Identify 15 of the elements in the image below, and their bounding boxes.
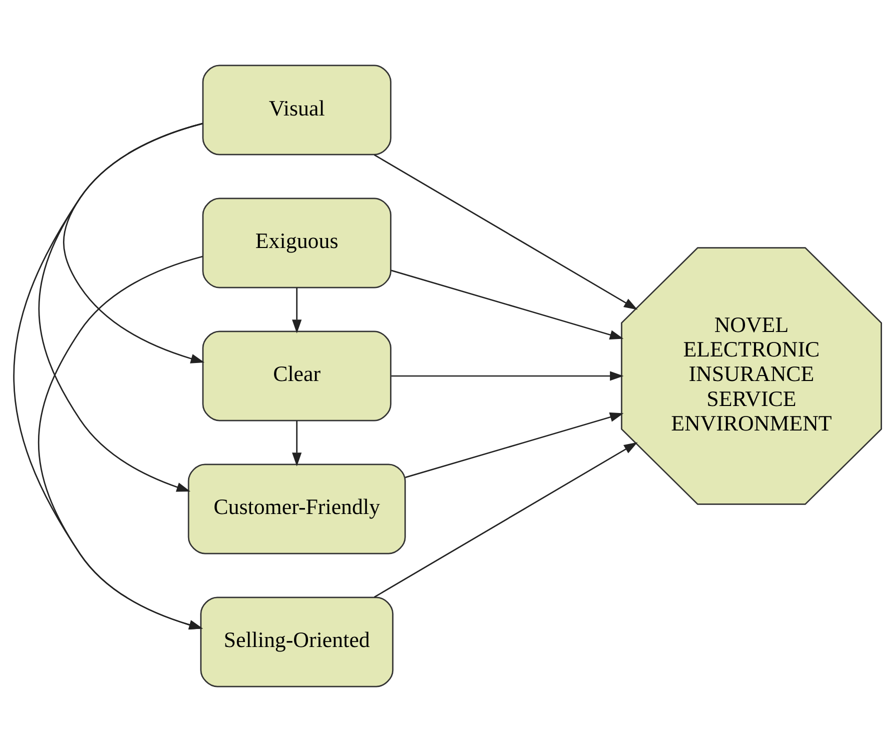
node-box: Clear	[202, 330, 392, 422]
arrow	[391, 270, 624, 340]
arrow	[374, 442, 638, 598]
arrow	[38, 122, 203, 492]
arrow	[405, 412, 624, 478]
node-box: Visual	[202, 64, 392, 156]
arrow	[13, 122, 203, 630]
arrow	[292, 288, 302, 334]
arrow	[38, 256, 203, 630]
arrow	[292, 420, 302, 466]
node-box: Customer-Friendly	[188, 464, 406, 554]
arrow	[374, 154, 638, 310]
node-box: Selling-Oriented	[200, 596, 394, 688]
arrow	[391, 371, 624, 381]
node-box: Exiguous	[202, 198, 392, 288]
